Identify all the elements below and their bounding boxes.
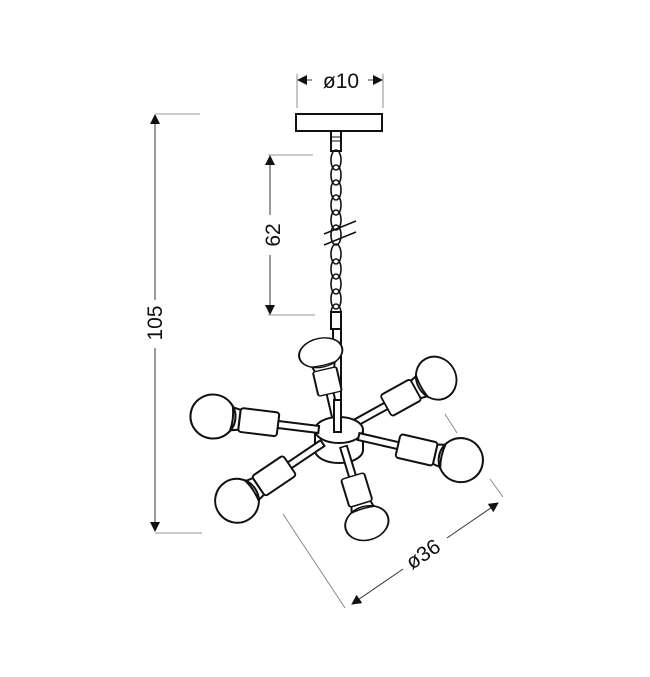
lamp <box>214 438 326 524</box>
lamp-socket <box>237 407 281 438</box>
chain-link <box>330 149 342 171</box>
chain-link <box>330 209 342 231</box>
bulb-icon <box>189 393 237 440</box>
lamps-back <box>298 337 458 428</box>
chain-link <box>330 194 342 216</box>
chain-link <box>330 288 342 310</box>
chain-break-marks <box>323 220 357 246</box>
bulb-icon <box>298 337 344 369</box>
chain-length-label: 62 <box>262 223 285 246</box>
bulb-icon <box>414 355 458 401</box>
lamps-front <box>189 393 484 542</box>
overall-diameter-label: ø36 <box>402 535 445 574</box>
lamp <box>189 393 321 440</box>
chain-link <box>330 179 342 201</box>
total-height-label: 105 <box>144 305 167 340</box>
lamp <box>338 444 390 542</box>
lamp <box>298 337 344 421</box>
chain-link <box>330 224 342 246</box>
chain-link <box>330 258 342 280</box>
bulb-icon <box>344 504 390 542</box>
lamp <box>356 431 484 484</box>
lamp-arm <box>356 431 402 451</box>
lamp-arm <box>274 419 321 435</box>
chain-link <box>330 273 342 295</box>
chain-link <box>330 164 342 186</box>
chain <box>330 149 342 325</box>
chain-length-dimension: 62 <box>262 154 315 316</box>
lamp <box>351 355 458 428</box>
total-height-dimension: 105 <box>144 113 202 534</box>
canopy <box>295 113 383 152</box>
hub <box>314 399 364 464</box>
bulb-icon <box>437 437 484 484</box>
bulb-icon <box>214 477 260 524</box>
overall-diameter-dimension: ø36 <box>282 413 504 609</box>
lamp-socket <box>394 433 439 467</box>
chain-link <box>330 243 342 265</box>
canopy-diameter-label: ø10 <box>323 70 359 93</box>
canopy-diameter-dimension: ø10 <box>296 70 384 108</box>
